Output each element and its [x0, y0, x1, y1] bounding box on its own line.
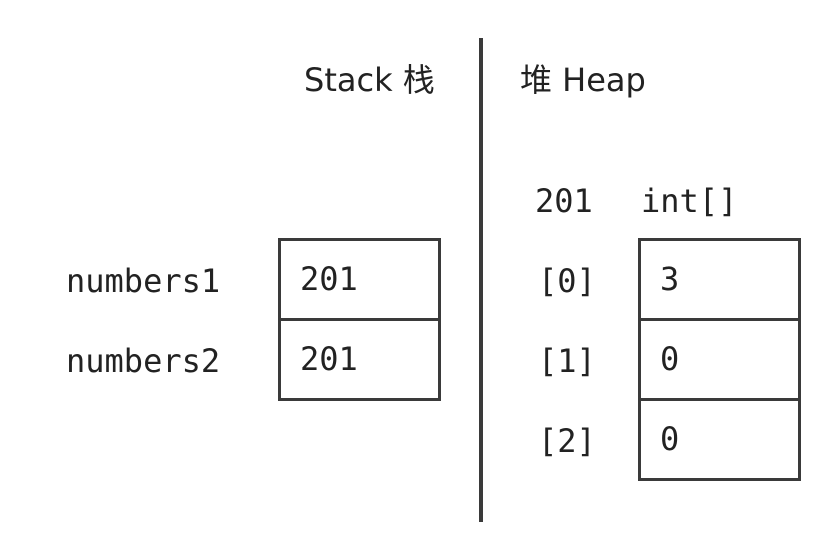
stack-cell-value: 201 — [300, 340, 358, 378]
stack-variable-name: numbers1 — [66, 262, 221, 300]
heap-cell-value: 0 — [660, 340, 680, 378]
heap-title: 堆 Heap — [520, 61, 646, 99]
stack-cell: 201 — [278, 238, 441, 321]
heap-address: 201 — [535, 182, 593, 220]
heap-cell-value: 0 — [660, 420, 680, 458]
heap-cell: 3 — [638, 238, 801, 321]
heap-cell-value: 3 — [660, 260, 680, 298]
heap-cell: 0 — [638, 318, 801, 401]
stack-heap-divider — [479, 38, 483, 522]
heap-cell: 0 — [638, 398, 801, 481]
stack-title: Stack 栈 — [304, 61, 435, 99]
heap-index: [2] — [538, 422, 596, 460]
stack-variable-name: numbers2 — [66, 342, 221, 380]
stack-cell-value: 201 — [300, 260, 358, 298]
stack-cell: 201 — [278, 318, 441, 401]
heap-array-type: int[] — [641, 182, 738, 220]
heap-index: [1] — [538, 342, 596, 380]
heap-index: [0] — [538, 262, 596, 300]
